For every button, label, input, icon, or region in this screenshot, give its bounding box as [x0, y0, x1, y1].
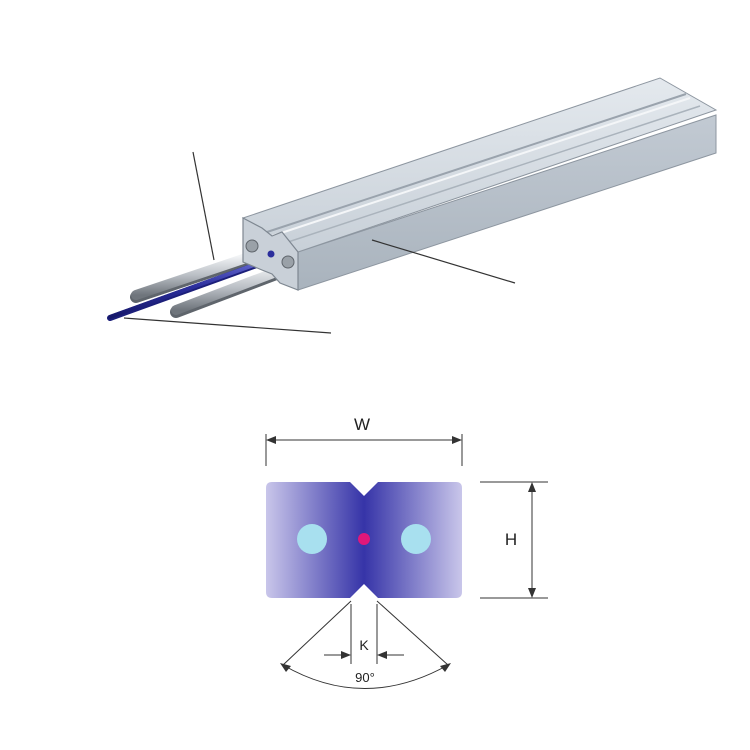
optical-fiber: [107, 255, 279, 321]
gap-dimension: K: [324, 604, 404, 664]
cable-jacket-groove: [266, 93, 687, 233]
strength-member-rod: [130, 251, 258, 303]
strength-member-right: [401, 524, 431, 554]
gap-label: K: [359, 637, 369, 653]
height-dimension: H: [480, 481, 548, 599]
leader-line-fiber: [123, 317, 332, 334]
cable-3d-illustration: [107, 77, 718, 334]
leader-line-strength-member: [192, 151, 215, 261]
cross-section-diagram: W H K: [265, 415, 548, 689]
angle-label: 90°: [355, 670, 375, 685]
width-label: W: [354, 415, 370, 434]
fiber-core: [358, 533, 370, 545]
angle-dimension: 90°: [280, 600, 451, 689]
strength-member-left: [297, 524, 327, 554]
height-label: H: [505, 530, 517, 549]
width-dimension: W: [265, 415, 463, 466]
leader-line-jacket: [371, 239, 516, 284]
